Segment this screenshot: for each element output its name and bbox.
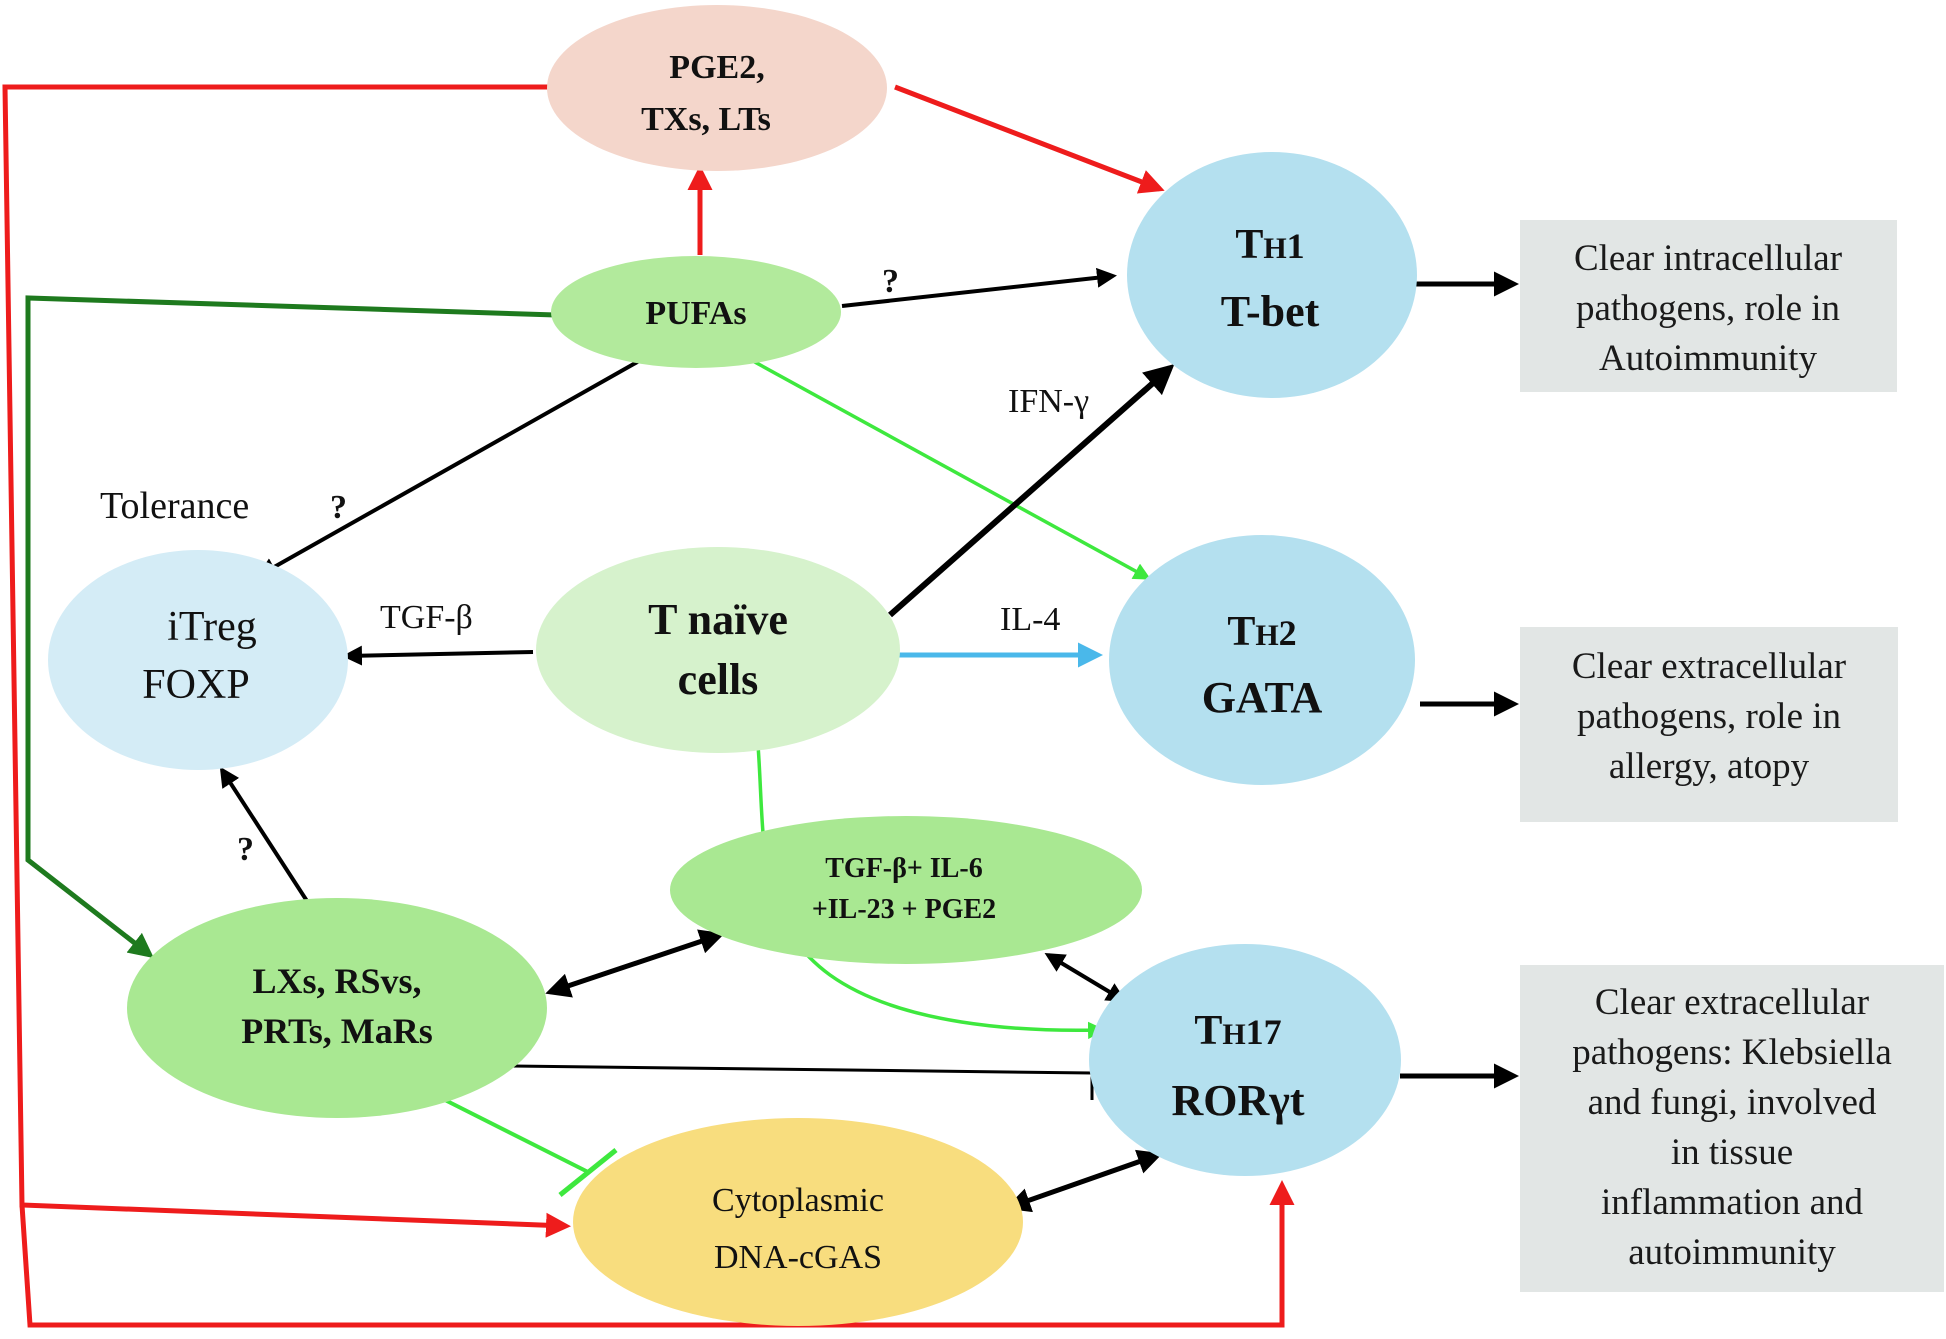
th2-num: 2 [1279,613,1297,653]
itreg-line2: FOXP [142,662,249,708]
outcome-th17-line: and fungi, involved [1588,1082,1877,1123]
th1-sub: H [1263,232,1286,265]
inhibit-spms-to-cgas [444,1098,618,1197]
prostanoids-line2: TXs, LTs [641,101,771,138]
svg-text:TH2: TH2 [1227,609,1296,655]
black-pathways [219,267,1519,1213]
th2-line2: GATA [1202,673,1323,722]
inhibit-spms-to-th17 [511,1047,1094,1100]
th2-sub: H [1255,619,1278,652]
question-itreg-spms: ? [237,831,254,868]
outcome-th2: Clear extracellular pathogens, role in a… [1520,627,1898,822]
arrow-prostanoids-to-th1 [894,84,1165,194]
th1-prefix: T [1235,222,1263,268]
spms-line1: LXs, RSvs, [252,961,421,1001]
outcome-th17-line: pathogens: Klebsiella [1572,1032,1892,1073]
node-prostanoids: PGE2, TXs, LTs [547,5,887,171]
arrow-tnaive-to-th1 [888,364,1175,618]
arrow-tnaive-to-th17 [756,744,1106,1040]
outcome-th1: Clear intracellular pathogens, role in A… [1520,220,1897,392]
node-pufas: PUFAs [551,256,841,368]
question-pufa-th1: ? [882,263,899,300]
arrow-pufas-to-spms [25,295,557,959]
prostanoids-line1: PGE [669,49,739,86]
node-spms: LXs, RSvs, PRTs, MaRs [127,898,547,1118]
svg-text:PGE2,: PGE2, [669,49,764,86]
red-pathways [2,84,1295,1328]
outcome-th1-line: pathogens, role in [1576,288,1840,329]
arrow-itreg-spms [219,766,321,922]
outcome-th17-line: autoimmunity [1628,1232,1836,1273]
cgas-line2: DNA-cGAS [714,1239,882,1276]
itreg-line1: iTreg [167,604,256,650]
cytokine-mix-line2: +IL-23 + PGE2 [812,894,996,925]
outcome-th1-line: Autoimmunity [1599,338,1817,379]
arrow-cgas-th17 [1005,1149,1163,1213]
pufas-label: PUFAs [645,295,746,332]
outcome-th2-line: Clear extracellular [1572,646,1846,687]
arrow-pufas-to-itreg [256,350,656,577]
prostanoids-line1-sub: 2 [739,49,756,86]
cgas-line1: Cytoplasmic [712,1182,884,1219]
node-th17: TH17 RORγt [1089,944,1401,1176]
node-itreg: iTreg FOXP [48,550,348,770]
arrow-tnaive-to-itreg [342,645,534,666]
node-cytokine-mix: TGF-β+ IL-6 +IL-23 + PGE2 [670,816,1142,964]
th17-line2: RORγt [1171,1076,1304,1125]
th1-num: 1 [1287,226,1305,266]
outcome-th17-line: inflammation and [1601,1182,1864,1223]
svg-text:TH17: TH17 [1194,1008,1281,1054]
red-loop-line [2,84,571,1238]
outcome-th17-line: in tissue [1671,1132,1793,1173]
node-cgas: Cytoplasmic DNA-cGAS [573,1118,1023,1326]
th17-prefix: T [1194,1008,1222,1054]
red-loop-to-th17 [19,1180,1295,1328]
outcome-th2-line: allergy, atopy [1609,746,1810,787]
cytokine-mix-line1: TGF-β+ IL-6 [825,853,983,884]
node-th1: TH1 T-bet [1127,152,1417,398]
question-pufa-itreg: ? [330,489,347,526]
tnaive-line1: T naïve [648,595,788,644]
outcome-th2-line: pathogens, role in [1577,696,1841,737]
svg-text:TH1: TH1 [1235,222,1304,268]
spms-line2: PRTs, MaRs [241,1011,432,1051]
arrow-pufas-to-th2 [741,353,1152,580]
node-th2: TH2 GATA [1109,535,1415,785]
outcome-th1-line: Clear intracellular [1574,238,1842,279]
tnaive-line2: cells [678,655,759,704]
il4-label: IL-4 [1000,601,1060,638]
outcome-th17-line: Clear extracellular [1595,982,1869,1023]
th17-sub: H [1222,1018,1245,1051]
tgf-beta-label: TGF-β [380,599,473,636]
prostanoids-line1-tail: , [756,49,765,86]
ifn-gamma-label: IFN-γ [1008,383,1089,420]
th17-num: 17 [1246,1012,1282,1052]
arrow-cytokines-th17 [1044,952,1127,1003]
th2-prefix: T [1227,609,1255,655]
th1-line2: T-bet [1221,287,1320,336]
arrow-spms-cytokines [545,929,725,998]
edge-labels: Tolerance ? ? ? IFN-γ TGF-β IL-4 [100,263,1089,868]
outcome-th17: Clear extracellular pathogens: Klebsiell… [1520,965,1944,1292]
node-tnaive: T naïve cells [536,547,900,753]
arrow-pufas-to-th1 [841,267,1117,308]
tolerance-label: Tolerance [100,485,249,527]
